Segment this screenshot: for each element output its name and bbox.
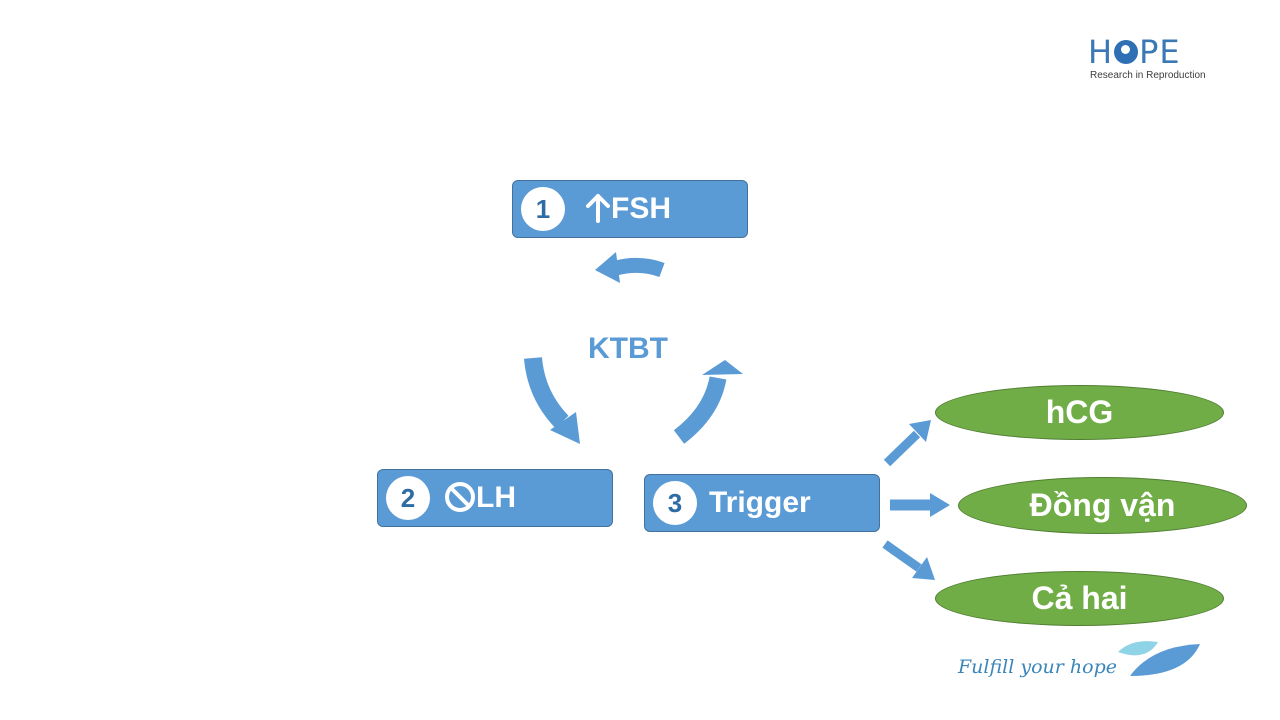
arrow-to-hcg [883, 420, 931, 467]
option-hcg: hCG [935, 385, 1224, 440]
lh-label: LH [476, 481, 516, 514]
cycle-arrow-right [673, 360, 743, 444]
fsh-label: FSH [611, 192, 671, 225]
up-arrow-icon [586, 194, 610, 223]
option-dong-van: Đồng vận [958, 477, 1247, 534]
logo-letter-h: H [1088, 33, 1114, 71]
cycle-center-label: KTBT [588, 332, 668, 365]
step-box-trigger: 3 Trigger [644, 474, 880, 532]
step-label: FSH [585, 187, 671, 231]
step-label: LH [444, 476, 516, 520]
logo-tagline: Research in Reproduction [1090, 70, 1206, 81]
cycle-arrow-top [595, 252, 665, 283]
prohibited-icon [445, 482, 475, 512]
arrow-to-ca-hai [882, 540, 935, 580]
arrow-to-dong-van [890, 493, 950, 517]
eye-icon [1114, 40, 1139, 64]
leaf-logo-icon [1118, 641, 1200, 676]
step-box-fsh: 1 FSH [512, 180, 748, 238]
trigger-label: Trigger [709, 486, 811, 519]
step-box-lh: 2 LH [377, 469, 613, 527]
logo-wordmark: H PE [1088, 34, 1181, 70]
step-number-badge: 1 [521, 187, 565, 231]
hope-logo: H PE Research in Reproduction [1088, 34, 1208, 84]
option-ca-hai: Cả hai [935, 571, 1224, 626]
footer-tagline: Fulfill your hope [958, 656, 1117, 678]
step-number-badge: 3 [653, 481, 697, 525]
logo-letters-pe: PE [1139, 33, 1181, 71]
step-number-badge: 2 [386, 476, 430, 520]
cycle-arrow-left [524, 357, 580, 444]
